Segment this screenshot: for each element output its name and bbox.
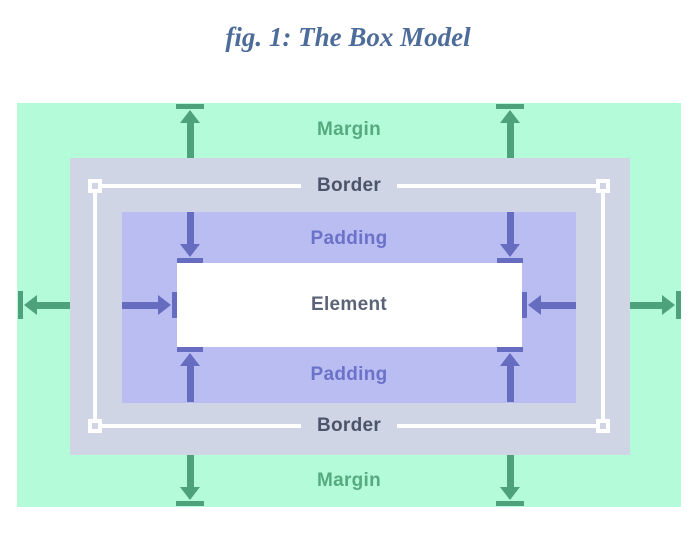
border-label-bottom: Border	[300, 413, 398, 439]
padding-label-bottom: Padding	[310, 364, 388, 385]
arrow-shaft	[186, 366, 194, 402]
selection-handle-icon	[88, 179, 102, 193]
padding-label-top: Padding	[310, 228, 388, 249]
arrow-head	[180, 487, 200, 500]
arrow-shaft	[122, 301, 158, 309]
arrow-shaft	[186, 212, 194, 244]
element-box	[177, 263, 522, 347]
arrow-shaft	[541, 301, 576, 309]
margin-out-arrow-bottom-right-icon	[496, 455, 524, 506]
padding-in-arrow-right-icon	[522, 292, 576, 318]
arrow-shaft	[186, 123, 194, 158]
padding-in-arrow-bottom-left-icon	[177, 347, 203, 402]
figure-title: fig. 1: The Box Model	[225, 22, 471, 52]
margin-label-bottom: Margin	[316, 470, 382, 491]
arrow-head	[662, 295, 675, 315]
arrow-crossbar	[172, 292, 177, 318]
arrow-head	[500, 110, 520, 123]
margin-out-arrow-left-icon	[18, 291, 70, 319]
padding-in-arrow-top-right-icon	[497, 212, 523, 263]
arrow-head	[500, 487, 520, 500]
arrow-crossbar	[497, 258, 523, 263]
arrow-crossbar	[497, 347, 523, 352]
arrow-head	[180, 244, 200, 257]
arrow-crossbar	[177, 347, 203, 352]
arrow-crossbar	[496, 501, 524, 506]
arrow-crossbar	[522, 292, 527, 318]
arrow-shaft	[37, 301, 70, 309]
element-label: Element	[310, 294, 388, 315]
padding-in-arrow-top-left-icon	[177, 212, 203, 263]
selection-handle-icon	[88, 419, 102, 433]
arrow-shaft	[630, 301, 662, 309]
arrow-crossbar	[176, 501, 204, 506]
arrow-crossbar	[676, 291, 681, 319]
margin-out-arrow-right-icon	[630, 291, 681, 319]
padding-in-arrow-bottom-right-icon	[497, 347, 523, 402]
arrow-head	[500, 244, 520, 257]
margin-label-top: Margin	[316, 119, 382, 140]
selection-handle-icon	[596, 179, 610, 193]
selection-handle-icon	[596, 419, 610, 433]
margin-out-arrow-top-right-icon	[496, 104, 524, 158]
arrow-crossbar	[177, 258, 203, 263]
padding-in-arrow-left-icon	[122, 292, 177, 318]
arrow-shaft	[506, 366, 514, 402]
arrow-shaft	[506, 212, 514, 244]
arrow-crossbar	[18, 291, 23, 319]
arrow-head	[500, 353, 520, 366]
arrow-head	[180, 353, 200, 366]
arrow-crossbar	[496, 104, 524, 109]
arrow-shaft	[506, 455, 514, 487]
arrow-head	[158, 295, 171, 315]
arrow-head	[180, 110, 200, 123]
border-label-top: Border	[300, 173, 398, 199]
margin-out-arrow-top-left-icon	[176, 104, 204, 158]
arrow-shaft	[186, 455, 194, 487]
arrow-head	[528, 295, 541, 315]
arrow-head	[24, 295, 37, 315]
arrow-shaft	[506, 123, 514, 158]
arrow-crossbar	[176, 104, 204, 109]
margin-out-arrow-bottom-left-icon	[176, 455, 204, 506]
